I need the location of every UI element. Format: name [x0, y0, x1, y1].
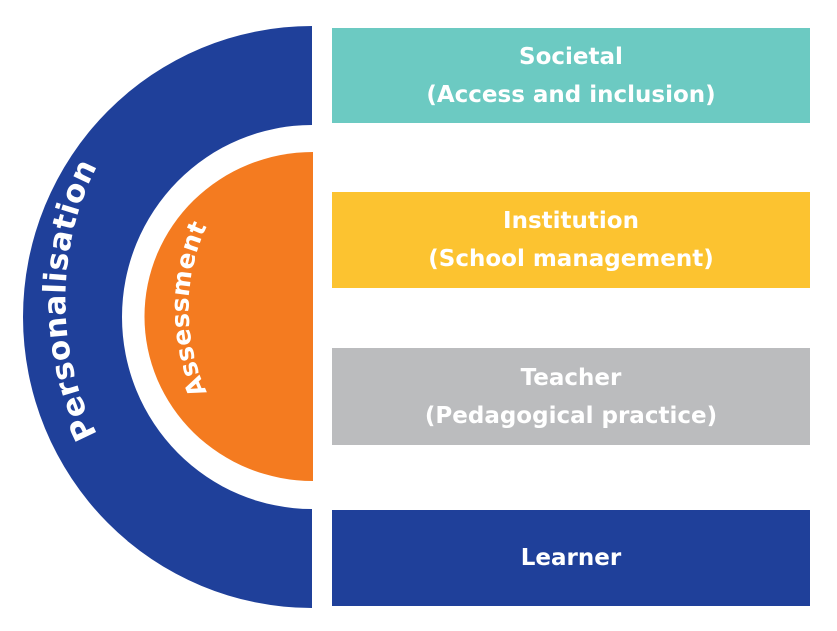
- level-teacher-subtitle: (Pedagogical practice): [424, 402, 718, 429]
- level-societal-title: Societal: [519, 43, 623, 70]
- level-teacher-title: Teacher: [520, 364, 622, 391]
- level-societal-subtitle: (Access and inclusion): [426, 81, 716, 108]
- personalisation-ring: [23, 26, 312, 608]
- level-teacher: Teacher (Pedagogical practice): [332, 348, 810, 445]
- level-societal: Societal (Access and inclusion): [332, 28, 810, 123]
- level-learner-title: Learner: [520, 545, 622, 571]
- assessment-disc: [144, 152, 313, 481]
- level-institution: Institution (School management): [332, 192, 810, 288]
- level-institution-subtitle: (School management): [428, 246, 714, 272]
- level-learner: Learner: [332, 510, 810, 606]
- level-institution-title: Institution: [503, 208, 639, 234]
